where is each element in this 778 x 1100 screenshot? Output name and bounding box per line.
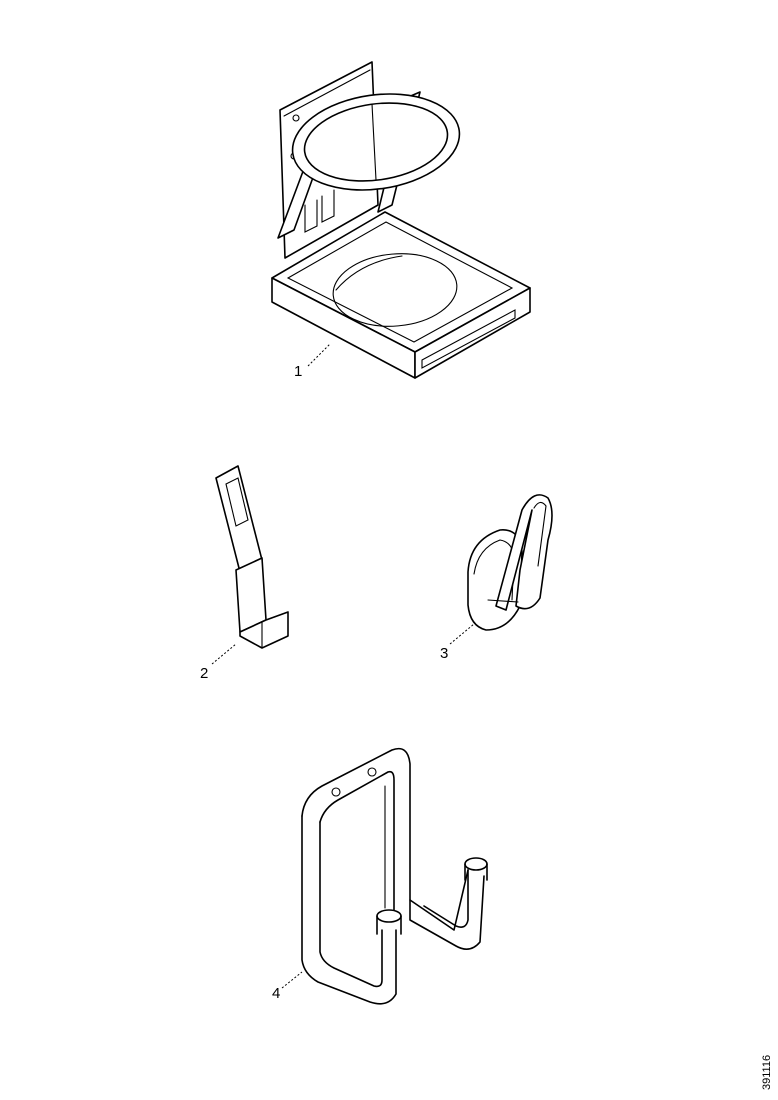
part-4-tube-frame: 4 <box>272 747 488 1005</box>
part-2-bracket: 2 <box>200 465 289 682</box>
callout-3: 3 <box>440 645 448 662</box>
document-number: 391116 <box>761 1055 773 1090</box>
part-3-hook: 3 <box>440 494 553 662</box>
callout-4: 4 <box>272 985 280 1002</box>
part-1-folding-holder: 1 <box>271 61 531 380</box>
callout-1: 1 <box>294 363 302 380</box>
callout-2: 2 <box>200 665 208 682</box>
